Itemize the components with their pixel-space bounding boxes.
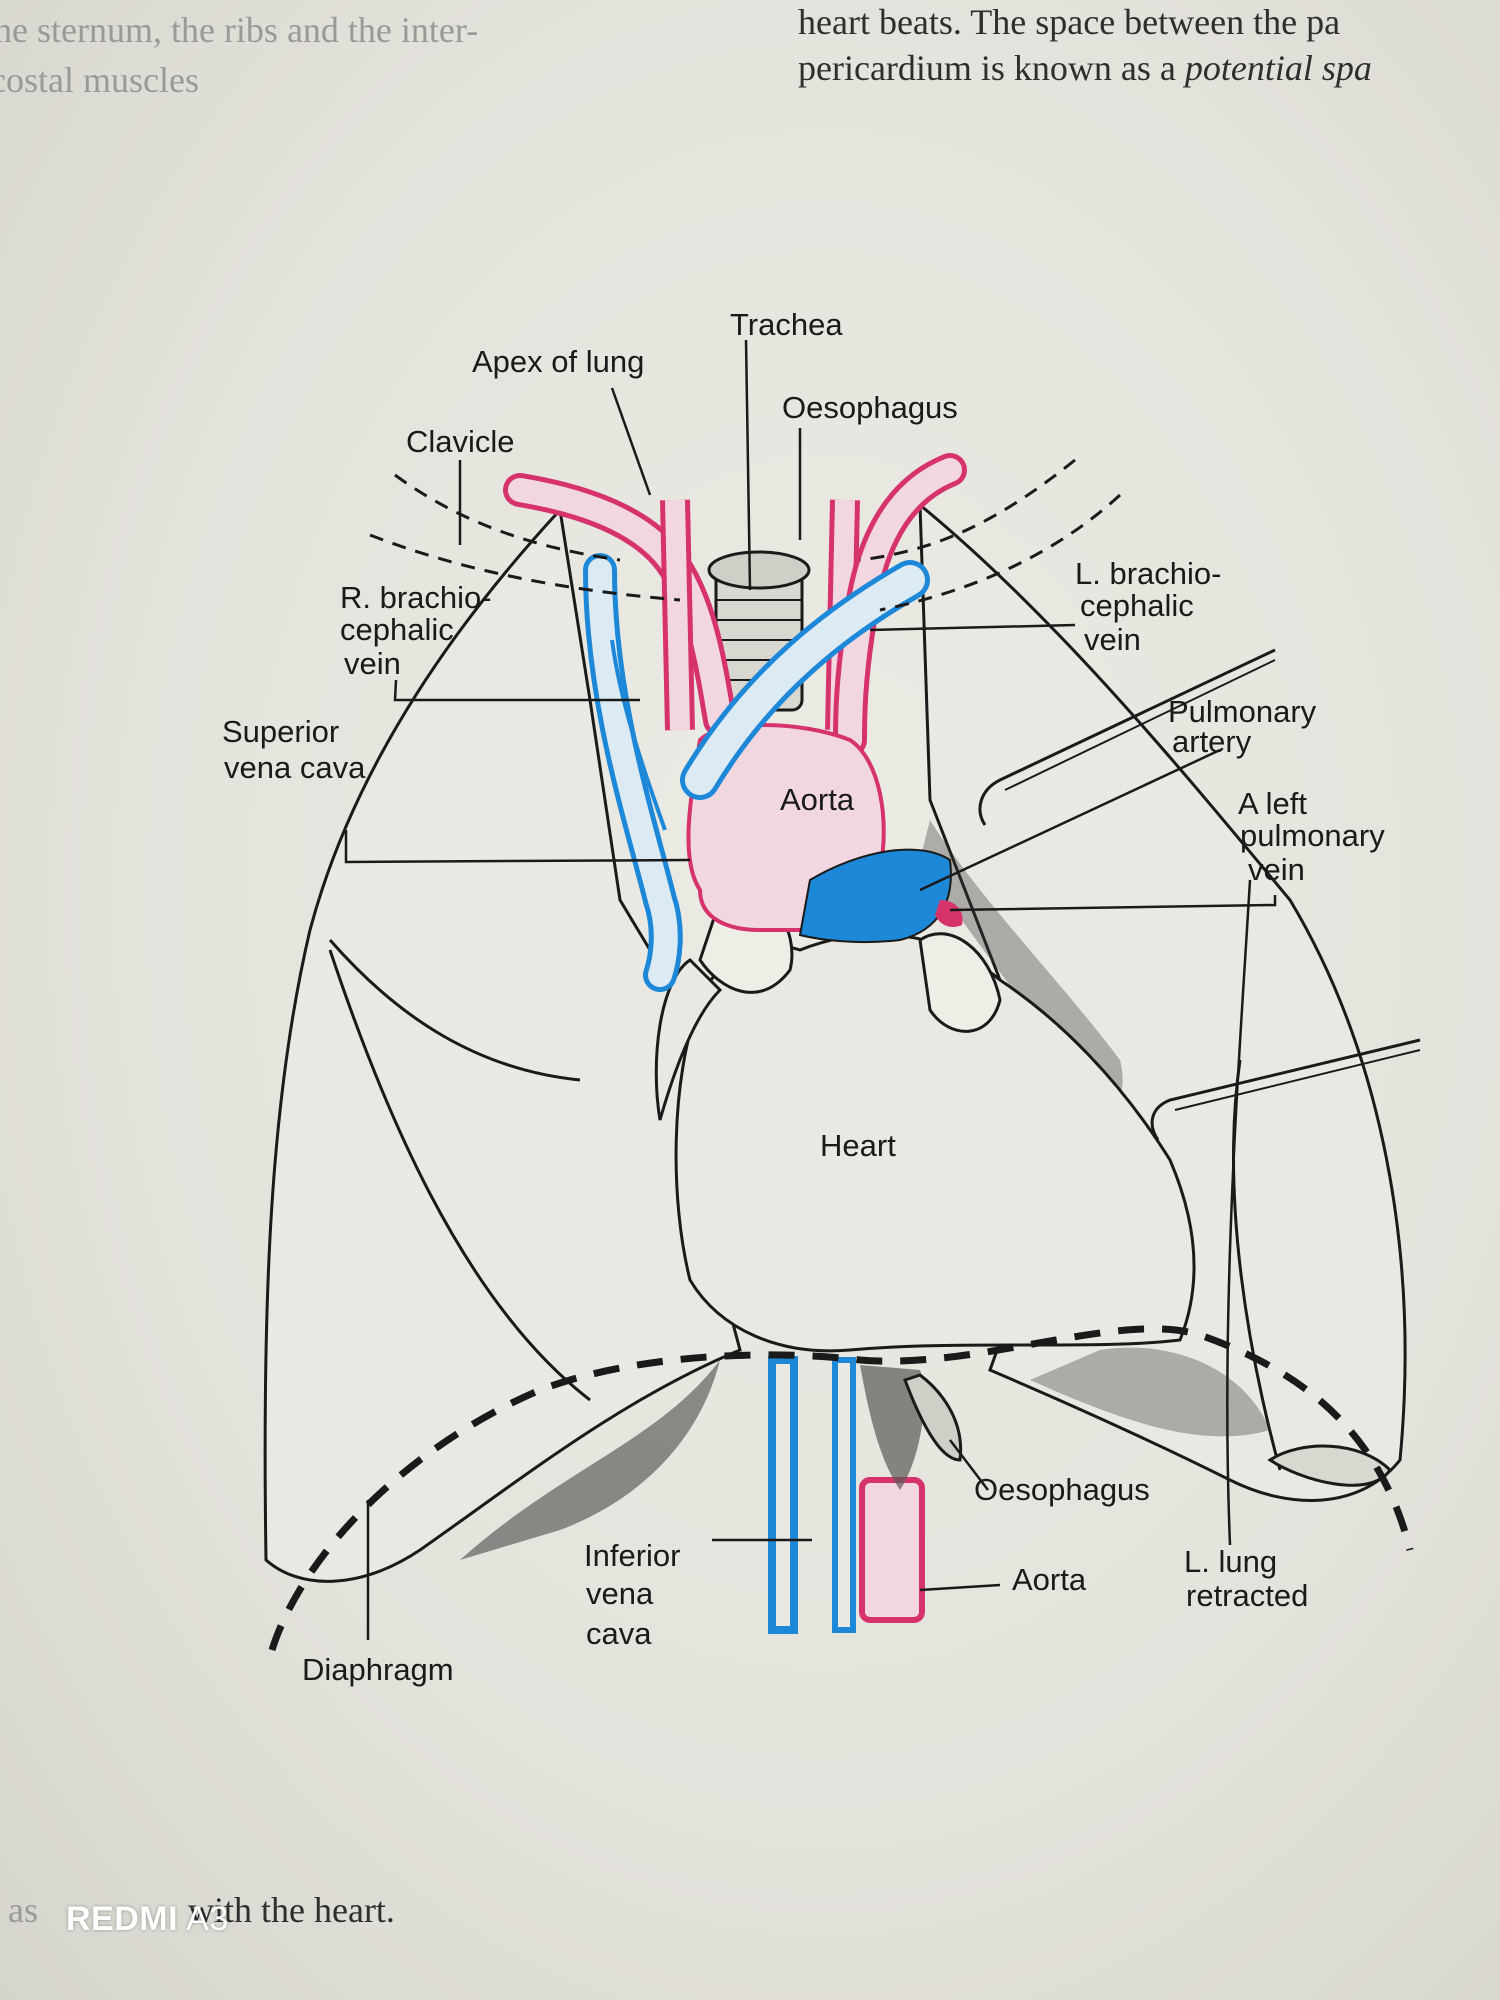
label-r-brachio-1: R. brachio- xyxy=(340,580,492,615)
right-atrium xyxy=(654,958,723,1121)
caption-text: with the heart. xyxy=(188,1890,395,1930)
left-text-line-1: he sternum, the ribs and the inter- xyxy=(0,10,479,50)
label-apex-of-lung: Apex of lung xyxy=(472,344,644,379)
label-l-brachio-3: vein xyxy=(1084,622,1141,657)
leader-lines xyxy=(344,339,1277,1640)
right-text-line-2-italic: potential spa xyxy=(1184,48,1372,88)
label-pulmonary-artery-1: Pulmonary xyxy=(1168,694,1317,729)
label-l-lung-1: L. lung xyxy=(1184,1544,1277,1579)
label-diaphragm: Diaphragm xyxy=(302,1652,454,1687)
label-left-pv-3: vein xyxy=(1248,852,1305,887)
label-oesophagus-top: Oesophagus xyxy=(782,390,958,425)
left-hilum-shadow xyxy=(920,820,1123,1105)
label-clavicle: Clavicle xyxy=(406,424,515,459)
left-lung-lobe xyxy=(1267,1444,1392,1487)
label-svc-1: Superior xyxy=(222,714,339,749)
right-text-line-2-plain: pericardium is known as a xyxy=(798,48,1185,88)
retractor-lower xyxy=(1150,1038,1421,1141)
clavicle-dash-right-2 xyxy=(879,493,1122,612)
caption-prefix: as xyxy=(8,1890,38,1930)
label-aorta-bottom: Aorta xyxy=(1012,1562,1087,1597)
label-pulmonary-artery-2: artery xyxy=(1172,724,1252,759)
right-lung-shadow xyxy=(460,1360,720,1560)
label-r-brachio-2: cephalic xyxy=(340,612,454,647)
label-l-lung-2: retracted xyxy=(1186,1578,1308,1613)
label-l-brachio-1: L. brachio- xyxy=(1075,556,1221,591)
right-lung-oblique-fissure xyxy=(328,949,591,1402)
label-l-brachio-2: cephalic xyxy=(1080,588,1194,623)
venous-system xyxy=(583,553,930,992)
camera-watermark: REDMI A3 xyxy=(66,1900,229,1939)
watermark-model: A3 xyxy=(186,1900,229,1938)
clavicle-dash-right xyxy=(859,458,1076,562)
descending-vessels xyxy=(768,1356,963,1634)
caption: as with the heart. xyxy=(8,1888,395,1932)
right-lung-fissure xyxy=(328,939,581,1082)
left-lung-shadow xyxy=(1030,1347,1270,1437)
label-ivc-3: cava xyxy=(586,1616,652,1651)
left-auricle xyxy=(918,932,1002,1033)
left-text-line-2: costal muscles xyxy=(0,60,199,100)
label-svc-2: vena cava xyxy=(224,750,366,785)
clavicle-dash-left-2 xyxy=(369,533,681,602)
label-left-pv-1: A left xyxy=(1238,786,1307,821)
retractor-lower-2 xyxy=(1174,1049,1421,1111)
right-text-line-1: heart beats. The space between the pa xyxy=(798,2,1341,42)
label-ivc-1: Inferior xyxy=(584,1538,680,1573)
label-trachea: Trachea xyxy=(730,307,843,342)
label-heart: Heart xyxy=(820,1128,896,1163)
label-ivc-2: vena xyxy=(586,1576,654,1611)
diaphragm-line xyxy=(268,1325,1414,1652)
retractor-upper xyxy=(978,648,1276,826)
watermark-brand: REDMI xyxy=(66,1900,179,1938)
label-left-pv-2: pulmonary xyxy=(1240,818,1385,853)
right-lung xyxy=(263,506,742,1583)
label-r-brachio-3: vein xyxy=(344,646,401,681)
retractor-upper-2 xyxy=(1004,659,1276,791)
left-pulmonary-vein-stub xyxy=(935,900,963,927)
label-aorta-top: Aorta xyxy=(780,782,855,817)
clavicle-dash-left xyxy=(394,473,621,562)
right-text-line-2: pericardium is known as a potential spa xyxy=(798,46,1372,90)
label-oesophagus-bottom: Oesophagus xyxy=(974,1472,1150,1507)
left-lung-retracted-edge xyxy=(1232,1059,1282,1471)
